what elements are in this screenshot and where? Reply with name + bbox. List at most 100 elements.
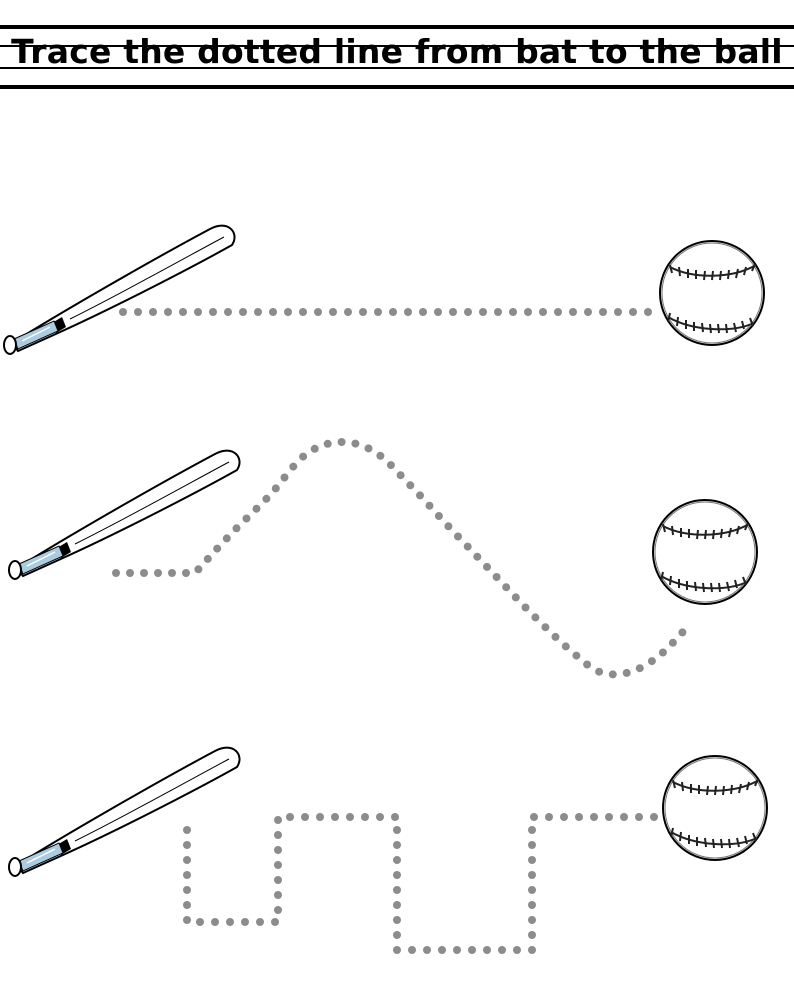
trace-dot [502, 583, 511, 592]
trace-dot [254, 308, 262, 316]
trace-dot [310, 444, 319, 453]
trace-dot [590, 813, 598, 821]
trace-dot [299, 452, 308, 461]
trace-dot [494, 308, 502, 316]
title-band: Trace the dotted line from bat to the ba… [0, 0, 794, 100]
trace-dot [545, 813, 553, 821]
trace-dot [241, 918, 249, 926]
trace-dot [393, 841, 401, 849]
trace-dot [635, 813, 643, 821]
trace-dot [658, 648, 667, 657]
trace-dot [434, 512, 443, 520]
trace-dot [396, 471, 405, 480]
bottom-rule [0, 85, 794, 89]
trace-dot [404, 308, 412, 316]
trace-dot [569, 308, 577, 316]
trace-dot [289, 462, 298, 471]
trace-dot [528, 841, 536, 849]
trace-dot [551, 632, 560, 641]
trace-dot [252, 504, 261, 513]
trace-dot [351, 439, 360, 448]
trace-dot [468, 946, 476, 954]
trace-dot [271, 918, 279, 926]
trace-dot [393, 871, 401, 879]
trace-dot [391, 813, 399, 821]
trace-dot [242, 514, 251, 523]
trace-dot [154, 569, 162, 577]
trace-dot [194, 308, 202, 316]
trace-dot [509, 308, 517, 316]
trace-dot [575, 813, 583, 821]
trace-dot [183, 901, 191, 909]
trace-dot [389, 308, 397, 316]
trace-dot [274, 816, 282, 824]
dotted-trace-path-straight [119, 308, 652, 316]
trace-dot [140, 569, 148, 577]
trace-dot [528, 916, 536, 924]
trace-dot [331, 813, 339, 821]
trace-dot [644, 308, 652, 316]
trace-dot [274, 891, 282, 899]
trace-dot [314, 308, 322, 316]
trace-dot [179, 308, 187, 316]
trace-dot [425, 501, 434, 510]
trace-dot [337, 438, 346, 446]
trace-dot [194, 565, 203, 574]
trace-dot [376, 451, 385, 460]
trace-dot [678, 628, 687, 637]
trace-dot [572, 651, 581, 660]
trace-dot [393, 946, 401, 954]
trace-dot [464, 308, 472, 316]
trace-dot [119, 308, 127, 316]
trace-dot [316, 813, 324, 821]
dotted-trace-path-square-wave [183, 813, 658, 954]
trace-dot [112, 569, 120, 577]
trace-dot [183, 826, 191, 834]
trace-dot [149, 308, 157, 316]
trace-dot [539, 308, 547, 316]
trace-dot [274, 906, 282, 914]
trace-dot [434, 308, 442, 316]
trace-dot [183, 841, 191, 849]
trace-dot [211, 918, 219, 926]
lower-guide-line [0, 67, 794, 69]
trace-dot [528, 856, 536, 864]
trace-dot [182, 569, 190, 577]
trace-dot [463, 542, 472, 551]
trace-dot [269, 308, 277, 316]
trace-dot [629, 308, 637, 316]
trace-dot [209, 308, 217, 316]
trace-dot [473, 552, 482, 561]
trace-dot [561, 642, 570, 651]
trace-dot [483, 946, 491, 954]
trace-dot [584, 308, 592, 316]
trace-dot [560, 813, 568, 821]
trace-dot [438, 946, 446, 954]
trace-dot [530, 813, 538, 821]
trace-dot [595, 667, 604, 676]
trace-dot [203, 554, 212, 563]
trace-dot [183, 916, 191, 924]
trace-dot [454, 532, 462, 541]
trace-dot [498, 946, 506, 954]
trace-dot [164, 308, 172, 316]
trace-dot [301, 813, 309, 821]
trace-dot [299, 308, 307, 316]
trace-dot [183, 871, 191, 879]
trace-dot [492, 573, 501, 581]
worksheet-title: Trace the dotted line from bat to the ba… [11, 32, 783, 71]
top-rule [0, 25, 794, 29]
trace-dot [280, 473, 289, 482]
trace-dot [393, 916, 401, 924]
dotted-trace-path-wave [112, 438, 687, 679]
trace-dot [374, 308, 382, 316]
trace-dot [386, 461, 395, 470]
trace-dot [635, 664, 644, 673]
trace-dot [232, 524, 241, 533]
baseball-icon [652, 499, 758, 605]
trace-dot [541, 623, 550, 632]
trace-dot [453, 946, 461, 954]
baseball-bat-icon [3, 224, 236, 355]
trace-dot [528, 901, 536, 909]
trace-dot [528, 946, 536, 954]
